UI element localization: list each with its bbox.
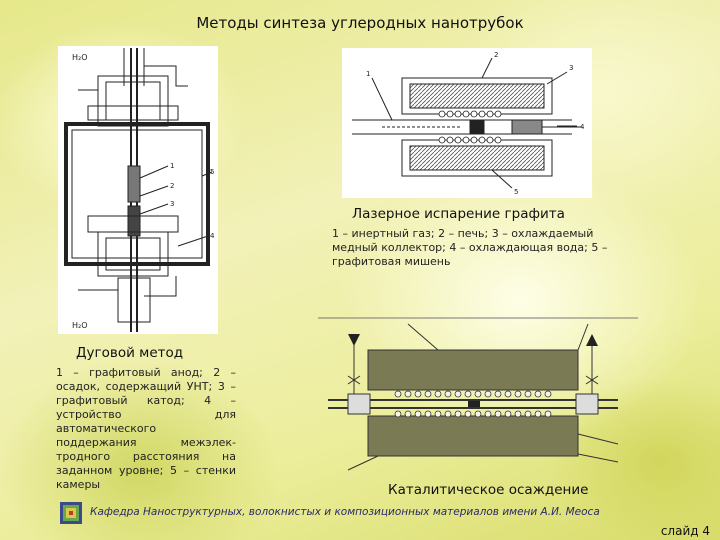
- cvd-heading: Каталитическое осаждение: [388, 482, 589, 498]
- arc-method-drawing: H₂O H₂O 1 2 3 4 5: [64, 48, 215, 332]
- laser-ablation-diagram: 1 2 3 4 5: [342, 48, 592, 198]
- arc-caption: 1 – графитовый анод; 2 – осадок, содержа…: [56, 366, 236, 491]
- arc-heading: Дуговой метод: [76, 345, 184, 361]
- arc-water-top-label: H₂O: [72, 53, 88, 62]
- laser-heading: Лазерное испарение графита: [352, 206, 565, 222]
- laser-label-5: 5: [514, 188, 518, 196]
- laser-label-4: 4: [580, 123, 585, 131]
- department-footer: Кафедра Наноструктурных, волокнистых и к…: [90, 506, 600, 518]
- cvd-diagram: [318, 304, 638, 480]
- laser-label-3: 3: [569, 64, 573, 72]
- arc-label-4: 4: [210, 232, 215, 240]
- arc-method-diagram: H₂O H₂O 1 2 3 4 5: [58, 46, 218, 334]
- arc-label-3: 3: [170, 200, 174, 208]
- laser-label-2: 2: [494, 51, 498, 59]
- arc-water-bottom-label: H₂O: [72, 321, 88, 330]
- laser-caption: 1 – инертный газ; 2 – печь; 3 – охлаждае…: [332, 227, 608, 268]
- slide-title: Методы синтеза углеродных нанотрубок: [196, 14, 524, 32]
- laser-ablation-drawing: 1 2 3 4 5: [352, 51, 585, 196]
- arc-label-5: 5: [210, 168, 214, 176]
- cvd-drawing: [318, 317, 638, 471]
- slide-number: слайд 4: [660, 524, 710, 538]
- arc-label-2: 2: [170, 182, 174, 190]
- laser-label-1: 1: [366, 70, 370, 78]
- arc-label-1: 1: [170, 162, 174, 170]
- department-logo-icon: [60, 502, 82, 524]
